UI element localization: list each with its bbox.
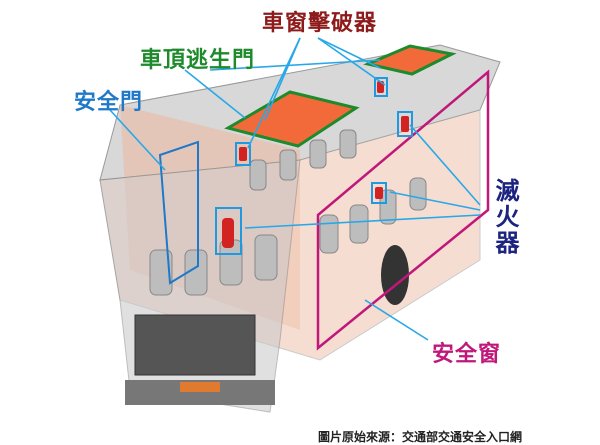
emergency-window-label: 安全窗	[432, 342, 502, 367]
emergency-door-outline	[158, 140, 199, 285]
emergency-door-label: 安全門	[74, 90, 144, 115]
roof-hatch-label: 車頂逃生門	[140, 48, 256, 73]
emergency-window-outline	[316, 69, 490, 351]
window-breaker-label: 車窗擊破器	[262, 11, 378, 36]
wheel	[381, 245, 409, 305]
license-light	[180, 382, 220, 392]
fire-extinguisher-markers	[215, 77, 413, 255]
fire-extinguisher-label: 滅火器	[491, 178, 519, 256]
leader-lines	[109, 37, 481, 341]
seats	[149, 129, 427, 296]
roof-hatch-rear	[363, 44, 457, 76]
destination-display	[134, 314, 256, 376]
fire-extinguisher-icons	[222, 81, 409, 248]
image-source-caption: 圖片原始來源：交通部交通安全入口網	[318, 430, 523, 444]
